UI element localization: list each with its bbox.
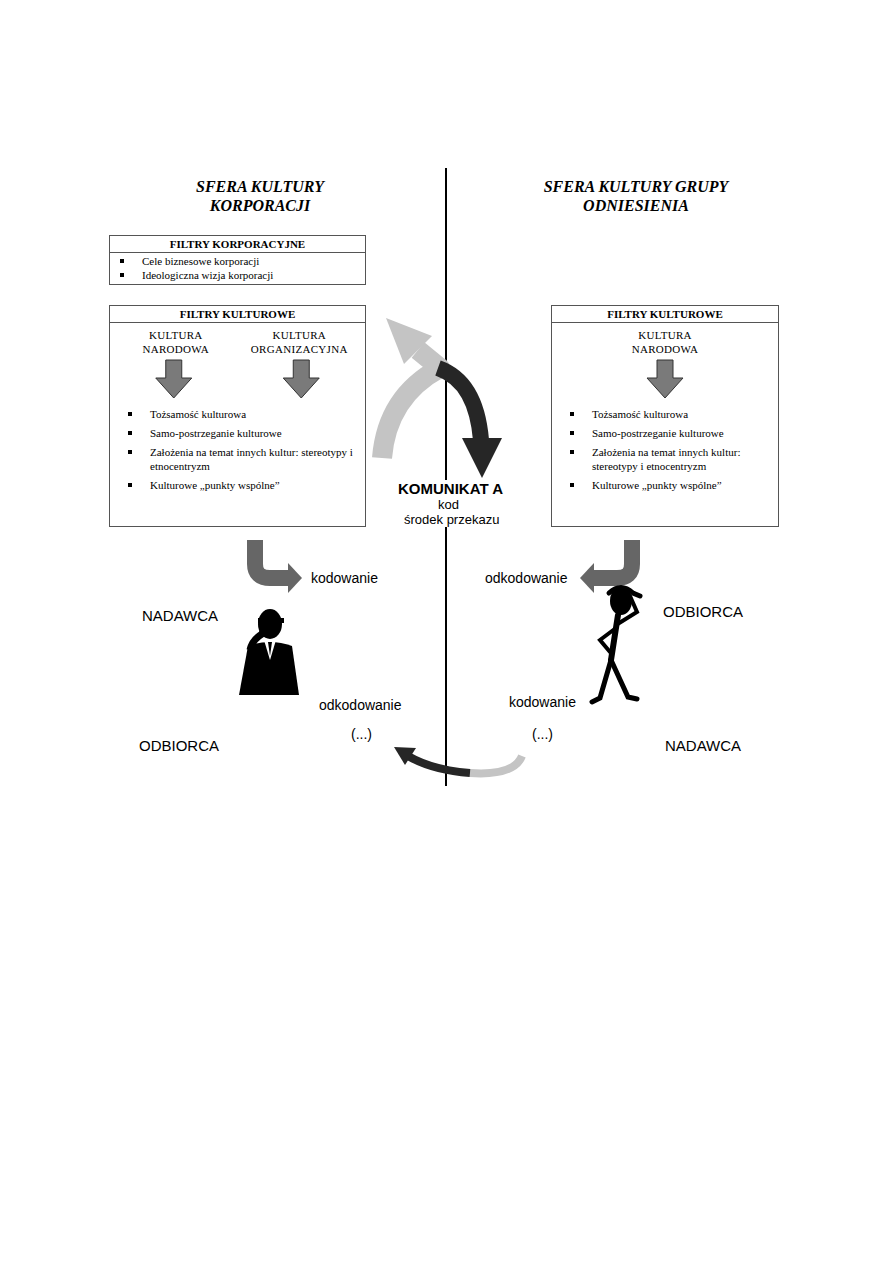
return-arrow <box>470 756 522 773</box>
bullet-item: Ideologiczna wizja korporacji <box>142 269 273 281</box>
bullet-item: Tożsamość kulturowa <box>592 408 688 420</box>
bullet-mark <box>128 412 132 416</box>
return-arrow <box>408 756 470 773</box>
bullet-item: Samo-postrzeganie kulturowe <box>150 427 282 439</box>
bullet-item: Kulturowe „punkty wspólne” <box>150 479 280 491</box>
bullet-mark <box>128 483 132 487</box>
box-heading: FILTRY KULTUROWE <box>552 306 778 323</box>
bullet-mark <box>570 450 574 454</box>
message-label: KOMUNIKAT A <box>396 480 505 497</box>
culture-row: KULTURA NARODOWA <box>552 323 778 356</box>
role-label: NADAWCA <box>142 607 218 625</box>
bullet-mark <box>128 431 132 435</box>
process-label: odkodowanie <box>319 697 402 714</box>
culture-row: KULTURA NARODOWA KULTURA ORGANIZACYJNA <box>110 323 365 356</box>
down-arrow <box>156 360 192 398</box>
sphere-heading: SFERA KULTURY GRUPY ODNIESIENIA <box>541 177 731 215</box>
bullet-list: Cele biznesowe korporacjiIdeologiczna wi… <box>110 253 365 284</box>
bullet-list: Tożsamość kulturowaSamo-postrzeganie kul… <box>110 402 365 503</box>
bullet-mark <box>570 431 574 435</box>
process-label: odkodowanie <box>485 570 568 587</box>
bullet-mark <box>570 483 574 487</box>
process-label: kodowanie <box>311 570 378 587</box>
filter-box: FILTRY KORPORACYJNECele biznesowe korpor… <box>109 235 366 285</box>
filter-arrows <box>552 356 778 402</box>
arrow-space <box>110 356 365 402</box>
filter-box: FILTRY KULTUROWE KULTURA NARODOWA Tożsamoś… <box>551 305 779 527</box>
bullet-row: Tożsamość kulturowa <box>570 407 772 421</box>
role-label: ODBIORCA <box>663 603 743 621</box>
filter-box: FILTRY KULTUROWEKULTURA NARODOWAKULTURA … <box>109 305 366 527</box>
encoding-arrowhead <box>288 563 302 593</box>
bullet-item: Założenia na temat innych kultur: stereo… <box>592 446 740 472</box>
sender-figure <box>239 609 299 695</box>
bullet-row: Tożsamość kulturowa <box>128 407 359 421</box>
feedback-arrowhead <box>386 318 432 364</box>
bullet-mark <box>120 273 124 277</box>
message-arrowhead <box>462 438 502 478</box>
culture-type: KULTURA ORGANIZACYJNA <box>249 328 349 356</box>
role-label: NADAWCA <box>665 737 741 755</box>
bullet-row: Samo-postrzeganie kulturowe <box>128 426 359 440</box>
medium-label: środek przekazu <box>402 512 501 527</box>
bullet-item: Samo-postrzeganie kulturowe <box>592 427 724 439</box>
down-arrow <box>283 360 319 398</box>
filter-arrows <box>110 356 365 402</box>
bullet-row: Ideologiczna wizja korporacji <box>120 268 359 282</box>
encoding-arrow <box>255 540 290 578</box>
sphere-heading: SFERA KULTURY KORPORACJI <box>165 177 355 215</box>
bullet-mark <box>120 259 124 263</box>
bullet-row: Założenia na temat innych kultur: stereo… <box>570 445 772 473</box>
box-heading: FILTRY KULTUROWE <box>110 306 365 323</box>
down-arrow <box>647 360 683 398</box>
bullet-row: Samo-postrzeganie kulturowe <box>570 426 772 440</box>
role-label: ODBIORCA <box>139 737 219 755</box>
bullet-row: Kulturowe „punkty wspólne” <box>128 478 359 492</box>
decoding-arrowhead <box>580 563 594 593</box>
bullet-item: Założenia na temat innych kultur: stereo… <box>150 446 353 472</box>
culture-type: KULTURA NARODOWA <box>126 328 226 356</box>
culture-type: KULTURA NARODOWA <box>615 328 715 356</box>
bullet-item: Kulturowe „punkty wspólne” <box>592 479 722 491</box>
bullet-row: Założenia na temat innych kultur: stereo… <box>128 445 359 473</box>
bullet-mark <box>128 450 132 454</box>
feedback-arrow <box>382 350 440 458</box>
divider-line <box>445 168 447 786</box>
ellipsis-label: (...) <box>532 726 553 743</box>
box-heading: FILTRY KORPORACYJNE <box>110 236 365 253</box>
bullet-mark <box>570 412 574 416</box>
ellipsis-label: (...) <box>351 726 372 743</box>
bullet-row: Cele biznesowe korporacji <box>120 254 359 268</box>
receiver-figure <box>592 587 640 702</box>
bullet-row: Kulturowe „punkty wspólne” <box>570 478 772 492</box>
process-label: kodowanie <box>509 694 576 711</box>
code-label: kod <box>436 497 461 512</box>
message-arrow <box>438 368 481 440</box>
decoding-arrow <box>592 540 632 578</box>
arrow-space <box>552 356 778 402</box>
return-arrowhead <box>394 747 416 765</box>
bullet-list: Tożsamość kulturowaSamo-postrzeganie kul… <box>552 402 778 503</box>
bullet-item: Tożsamość kulturowa <box>150 408 246 420</box>
bullet-item: Cele biznesowe korporacji <box>142 255 259 267</box>
